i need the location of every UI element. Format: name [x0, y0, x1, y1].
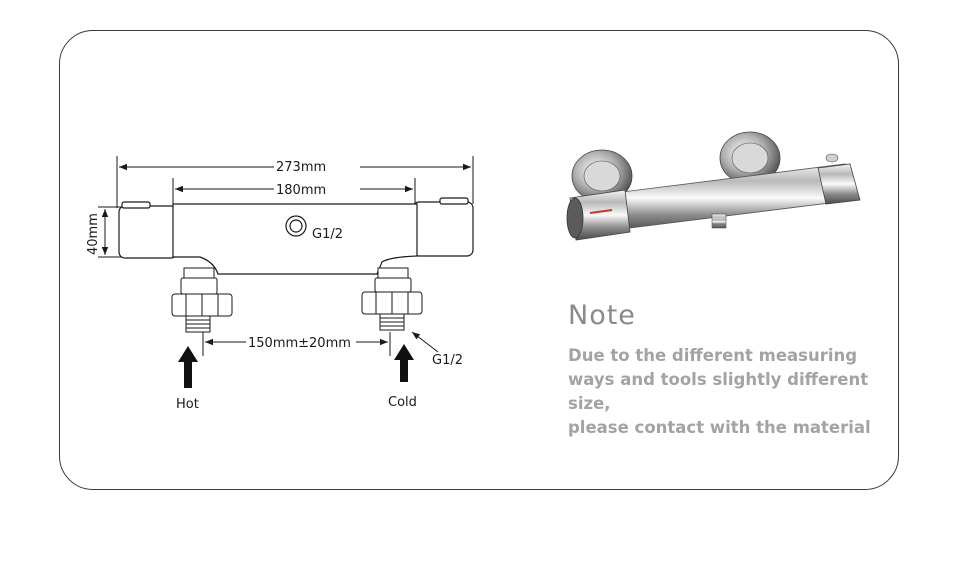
dimension-diagram: 273mm 180mm 40mm 150mm±20mm G1/2: [86, 156, 474, 412]
note-line: please contact with the material: [568, 418, 871, 437]
inlet-thread-leader: [411, 331, 439, 353]
inlet-thread-label: G1/2: [432, 353, 463, 368]
outlet-thread-label: G1/2: [312, 227, 343, 242]
cold-flow-arrow-icon: [394, 344, 414, 382]
valve-body-outline: [118, 197, 474, 275]
note-line: Due to the different measuring: [568, 346, 858, 365]
extension-lines: [98, 156, 474, 356]
dim-label-40: 40mm: [86, 213, 101, 255]
hot-inlet-label: Hot: [176, 397, 199, 412]
product-photo: [566, 131, 861, 241]
hot-flow-arrow-icon: [178, 346, 198, 388]
content-card: [59, 30, 899, 490]
cold-inlet-label: Cold: [388, 395, 417, 410]
dim-label-273: 273mm: [276, 160, 326, 175]
outlet-port-icon: [285, 215, 307, 237]
note-line: ways and tools slightly different: [568, 370, 869, 389]
hot-inlet-fitting: [171, 267, 233, 333]
dim-label-180: 180mm: [276, 183, 326, 198]
flow-handle: [817, 163, 861, 205]
note-line: size,: [568, 394, 611, 413]
note-body: Due to the different measuring ways and …: [568, 344, 878, 440]
outlet-nipple: [711, 213, 727, 229]
cold-inlet-fitting: [361, 267, 423, 331]
note-title: Note: [568, 300, 636, 331]
dim-label-150: 150mm±20mm: [248, 336, 351, 351]
